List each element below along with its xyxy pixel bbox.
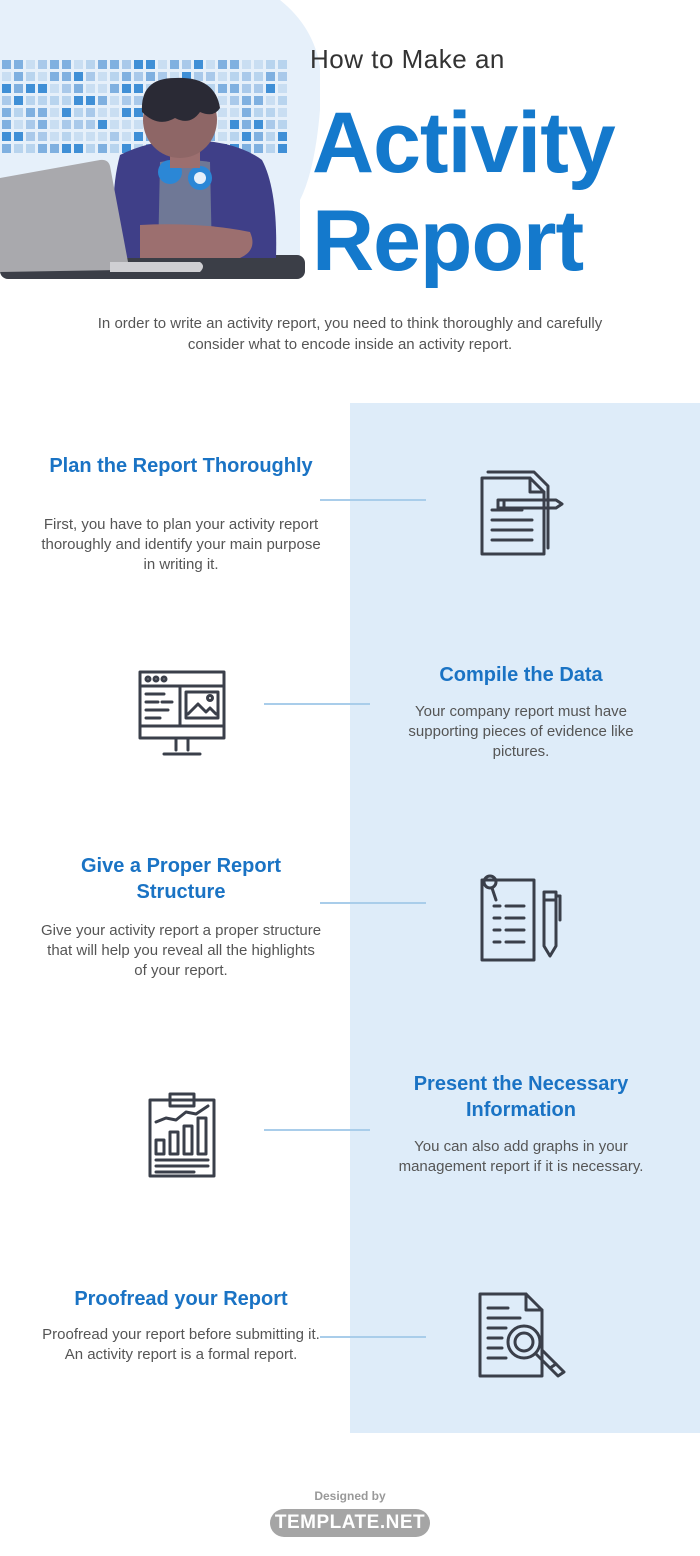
intro-text: In order to write an activity report, yo… — [97, 315, 603, 353]
step-description: Proofread your report before submitting … — [42, 1326, 320, 1363]
step-description: You can also add graphs in your manageme… — [398, 1138, 644, 1175]
step-description: Give your activity report a proper struc… — [40, 922, 322, 979]
designed-by-label: Designed by — [314, 1489, 386, 1503]
step-description: Your company report must have supporting… — [408, 703, 634, 760]
checklist-pencil-icon — [480, 874, 562, 962]
step-connector — [264, 703, 370, 705]
template-net-logo: TEMPLATE.NET — [270, 1509, 430, 1537]
step-title: Compile the Data — [439, 664, 603, 686]
step-connector — [320, 1336, 426, 1338]
document-magnifier-icon — [478, 1292, 566, 1378]
step-title: Give a Proper Report Structure — [80, 855, 282, 903]
document-pen-icon — [480, 470, 564, 556]
step-description: First, you have to plan your activity re… — [41, 516, 321, 573]
step-connector — [320, 902, 426, 904]
main-title-line1: Activity — [312, 95, 616, 191]
step-connector — [320, 499, 426, 501]
monitor-gallery-icon — [138, 670, 226, 756]
main-title-line2: Report — [312, 193, 584, 289]
pre-title: How to Make an — [310, 44, 505, 74]
hero-section: How to Make an Activity Report — [0, 0, 700, 290]
step-title: Plan the Report Thoroughly — [49, 455, 313, 477]
step-title: Proofread your Report — [74, 1288, 288, 1310]
step-title: Present the Necessary Information — [413, 1073, 629, 1121]
person-laptop-illustration — [0, 0, 320, 279]
clipboard-chart-icon — [148, 1092, 216, 1178]
step-connector — [264, 1129, 370, 1131]
